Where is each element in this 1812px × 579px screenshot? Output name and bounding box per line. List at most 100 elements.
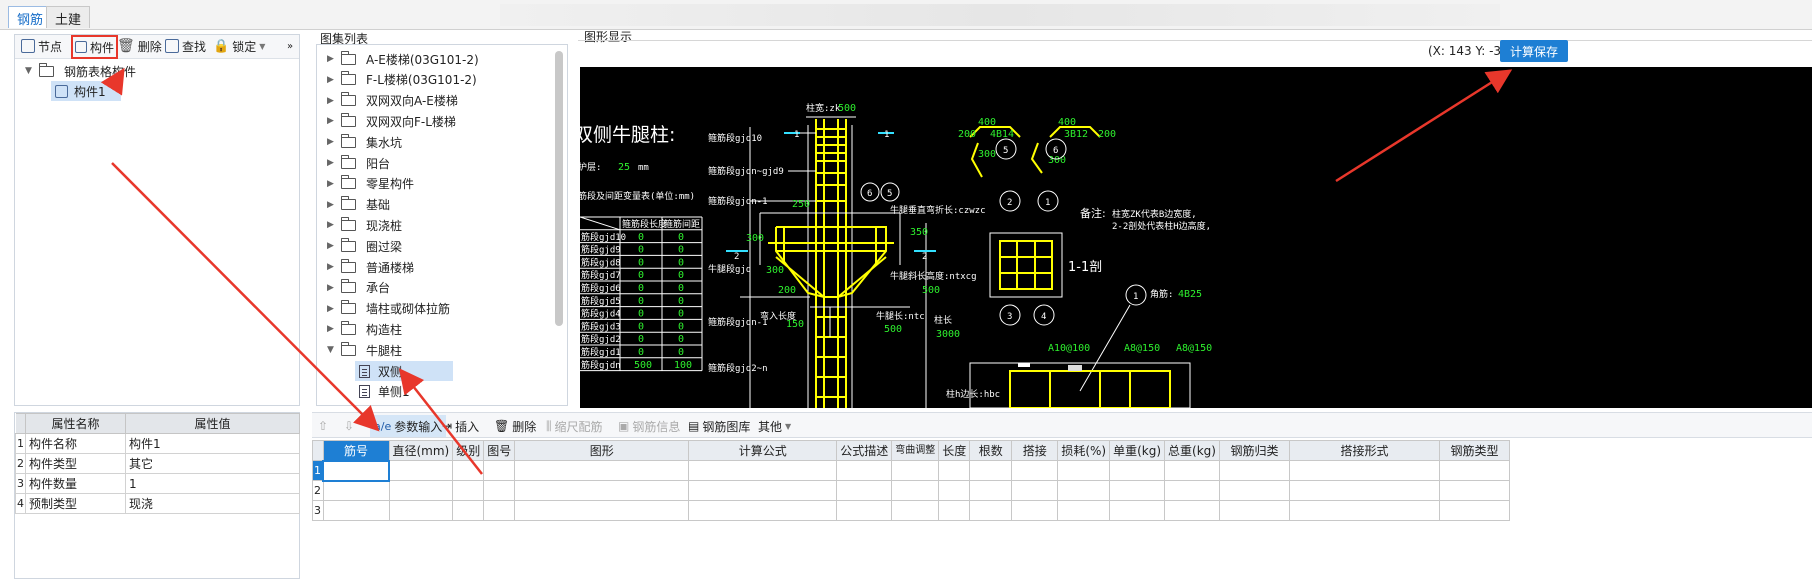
atlas-item[interactable]: ▶墙柱或砌体拉筋 [327,300,451,317]
table-cell[interactable] [388,460,454,481]
table-cell[interactable] [1057,500,1111,521]
insert-button[interactable]: ⇥插入 [442,419,480,434]
table-row[interactable]: 2 [312,480,1510,501]
table-cell[interactable] [891,500,940,521]
other-button[interactable]: 其他▼ [758,419,792,434]
rebar-col-header[interactable]: 搭接形式 [1288,440,1440,461]
table-cell[interactable] [1109,500,1166,521]
table-row[interactable]: 3 [312,500,1510,521]
table-cell[interactable] [1438,500,1510,521]
table-cell[interactable] [1011,500,1059,521]
table-cell[interactable] [1218,480,1290,501]
table-cell[interactable] [1164,500,1220,521]
rebar-col-header[interactable]: 搭接 [1011,440,1059,461]
atlas-item[interactable]: ▶A-E楼梯(03G101-2) [327,50,479,67]
rebar-col-header[interactable]: 筋号 [322,440,390,461]
atlas-item[interactable]: ▶现浇桩 [327,216,403,233]
rebar-col-header[interactable]: 钢筋归类 [1218,440,1290,461]
table-cell[interactable] [1164,480,1220,501]
table-cell[interactable] [938,480,971,501]
rebar-col-header[interactable]: 长度 [938,440,971,461]
cad-drawing-canvas[interactable]: 双侧牛腿柱: 护层: 25 mm 筋段及间距变量表(单位:mm) 箍筋段长度箍筋… [580,67,1812,408]
table-cell[interactable] [514,500,690,521]
rebar-col-header[interactable]: 计算公式 [688,440,838,461]
tab-civil[interactable]: 土建 [46,6,91,28]
table-cell[interactable] [938,460,971,481]
table-cell[interactable] [514,460,690,481]
table-cell[interactable] [1109,460,1166,481]
delete-row-button[interactable]: 🗑删除 [494,419,537,434]
atlas-child-item[interactable]: 单侧1 [355,382,410,402]
tree-item-component1[interactable]: 构件1 [51,81,121,101]
rebar-col-header[interactable]: 公式描述 [836,440,893,461]
table-cell[interactable] [322,480,390,501]
table-cell[interactable] [452,460,485,481]
atlas-item[interactable]: ▶基础 [327,196,391,213]
table-cell[interactable] [969,460,1013,481]
rebar-col-header[interactable]: 级别 [452,440,485,461]
table-cell[interactable] [969,480,1013,501]
rebar-col-header[interactable]: 损耗(%) [1057,440,1111,461]
rebar-col-header[interactable]: 直径(mm) [388,440,454,461]
table-cell[interactable] [1438,460,1510,481]
table-cell[interactable] [891,460,940,481]
calc-save-button[interactable]: 计算保存 [1500,40,1568,62]
atlas-child-item[interactable]: 双侧 [355,361,453,381]
scale-rebar-button[interactable]: ⫼缩尺配筋 [546,418,603,434]
atlas-item[interactable]: ▶阳台 [327,154,391,171]
table-cell[interactable] [388,500,454,521]
atlas-item[interactable]: ▶双网双向F-L楼梯 [327,112,456,129]
atlas-item[interactable]: ▼牛腿柱 [327,341,403,358]
up-button[interactable]: ⇧ [318,415,328,437]
table-cell[interactable] [388,480,454,501]
table-cell[interactable] [483,500,516,521]
rebar-col-header[interactable]: 图形 [514,440,690,461]
lock-button[interactable]: 🔒锁定▼ [213,38,266,54]
table-cell[interactable] [322,459,390,482]
table-cell[interactable] [836,500,893,521]
table-cell[interactable] [1218,460,1290,481]
atlas-item[interactable]: ▶圈过梁 [327,237,403,254]
node-button[interactable]: 节点 [21,35,62,57]
atlas-item[interactable]: ▶F-L楼梯(03G101-2) [327,71,477,88]
table-cell[interactable] [1057,460,1111,481]
rebar-library-button[interactable]: ▤钢筋图库 [688,419,751,434]
table-cell[interactable] [1218,500,1290,521]
table-cell[interactable] [452,500,485,521]
table-cell[interactable] [688,500,838,521]
table-cell[interactable] [1011,460,1059,481]
table-cell[interactable] [483,460,516,481]
delete-button[interactable]: 🗑删除 [117,38,162,54]
atlas-item[interactable]: ▶普通楼梯 [327,258,415,275]
scrollbar-thumb[interactable] [555,51,563,326]
table-cell[interactable] [891,480,940,501]
table-cell[interactable] [969,500,1013,521]
atlas-item[interactable]: ▶集水坑 [327,133,403,150]
rebar-col-header[interactable]: 图号 [483,440,516,461]
table-cell[interactable] [688,480,838,501]
down-button[interactable]: ⇩ [344,415,354,437]
table-cell[interactable] [1288,500,1440,521]
table-cell[interactable] [1164,460,1220,481]
table-cell[interactable] [836,480,893,501]
table-cell[interactable] [322,500,390,521]
rebar-col-header[interactable]: 钢筋类型 [1438,440,1510,461]
atlas-item[interactable]: ▶双网双向A-E楼梯 [327,92,458,109]
table-cell[interactable] [452,480,485,501]
table-cell[interactable] [1288,480,1440,501]
table-cell[interactable] [938,500,971,521]
rebar-col-header[interactable]: 弯曲调整 [891,440,940,461]
component-button[interactable]: 构件 [71,35,119,59]
more-icon[interactable]: » [287,40,294,52]
tree-root[interactable]: ▼钢筋表格构件 [25,62,137,79]
table-cell[interactable] [688,460,838,481]
table-cell[interactable] [1057,480,1111,501]
table-cell[interactable] [1109,480,1166,501]
atlas-item[interactable]: ▶承台 [327,279,391,296]
rebar-info-button[interactable]: ▣钢筋信息 [618,419,681,434]
table-cell[interactable] [1011,480,1059,501]
atlas-item[interactable]: ▶构造柱 [327,320,403,337]
